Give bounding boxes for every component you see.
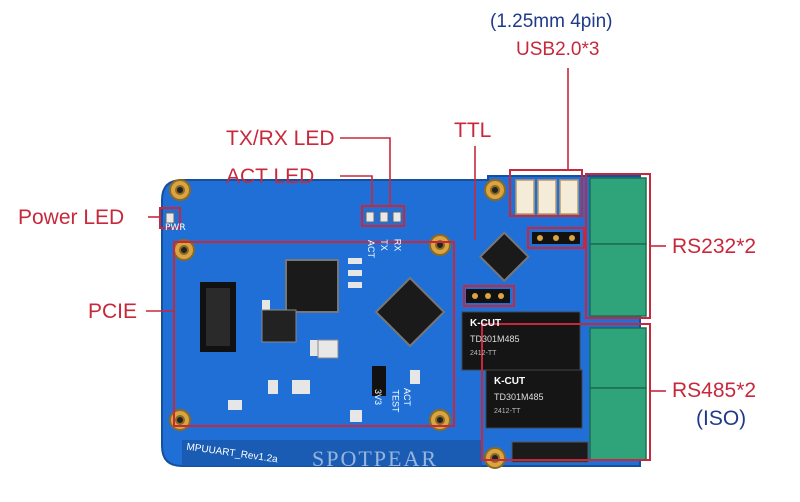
watermark: SPOTPEAR <box>312 446 439 471</box>
highlight-boxes <box>159 169 651 461</box>
mcu-chip <box>285 259 339 313</box>
led-box <box>361 205 405 227</box>
terminal-blocks <box>589 177 647 461</box>
chip-date-1: 2412-TT <box>470 350 497 357</box>
chip-model-1: TD301M485 <box>470 334 520 344</box>
chip-brand-2: K-CUT <box>494 376 526 387</box>
usb-connectors <box>515 179 579 215</box>
rs485-label: RS485*2 <box>672 379 757 402</box>
pwr-led-box <box>159 207 181 229</box>
iso-label: (ISO) <box>696 407 747 430</box>
rs232-label: RS232*2 <box>672 235 757 258</box>
rs232-chip <box>478 231 530 283</box>
smd-components <box>228 258 420 422</box>
leds <box>165 211 402 224</box>
rs485-box <box>481 323 651 461</box>
silk-act: ACT <box>366 240 376 258</box>
silk-rx: RX <box>392 238 403 252</box>
ttl-box-2 <box>527 227 585 249</box>
pcb-edge <box>182 440 482 466</box>
silk-test: TEST <box>390 389 401 413</box>
chip-model-2: TD301M485 <box>494 392 544 402</box>
ttl-label: TTL <box>454 119 492 142</box>
txrx-led-label: TX/RX LED <box>226 127 335 150</box>
chip-brand-1: K-CUT <box>470 318 502 329</box>
leader-lines <box>146 68 666 392</box>
mounting-holes <box>169 179 506 469</box>
header-pins <box>372 232 580 396</box>
pcie-label: PCIE <box>88 300 138 323</box>
usb-label: USB2.0*3 <box>516 39 600 60</box>
chip-date-2: 2412-TT <box>494 408 521 415</box>
pcie-box <box>173 241 455 427</box>
silk-pwr: PWR <box>165 223 186 233</box>
silk-tx: TX <box>378 239 389 251</box>
silk-3v3: 3V3 <box>373 388 384 406</box>
act-led-label: ACT LED <box>226 165 315 188</box>
ttl-box <box>463 285 515 307</box>
usb-pin-label: (1.25mm 4pin) <box>490 11 613 32</box>
inductor <box>261 309 297 343</box>
power-led-label: Power LED <box>18 206 125 229</box>
uart-chip <box>374 276 446 348</box>
silk-act-2: ACT <box>402 388 412 406</box>
usb-box <box>509 169 583 217</box>
